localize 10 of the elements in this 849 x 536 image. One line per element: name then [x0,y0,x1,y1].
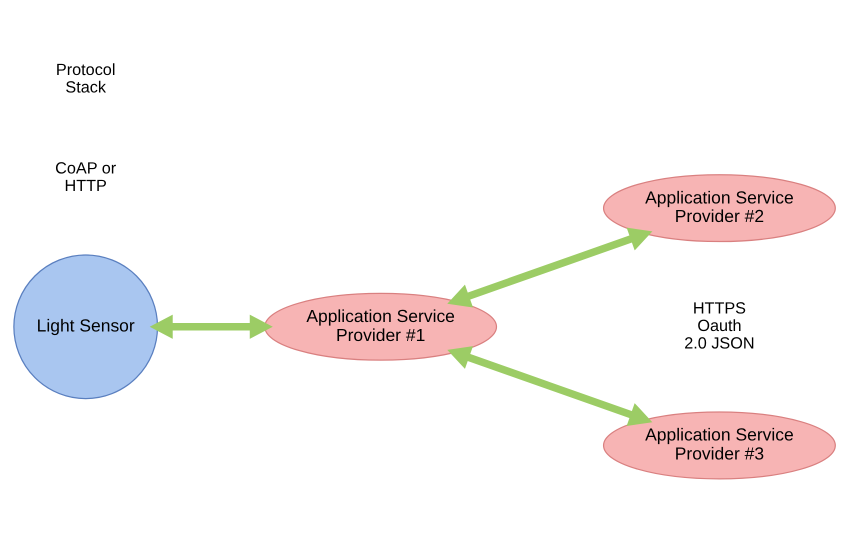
node-circle: Light Sensor [13,254,158,400]
arrow [447,346,652,426]
arrow [150,314,273,339]
node-ellipse: Application Service Provider #1 [264,292,498,361]
label: CoAP or HTTP [55,160,116,196]
arrow [447,228,652,308]
node-ellipse: Application Service Provider #2 [602,174,836,242]
label: HTTPS Oauth 2.0 JSON [684,300,755,353]
node-ellipse: Application Service Provider #3 [602,411,836,480]
label: Protocol Stack [56,60,116,96]
